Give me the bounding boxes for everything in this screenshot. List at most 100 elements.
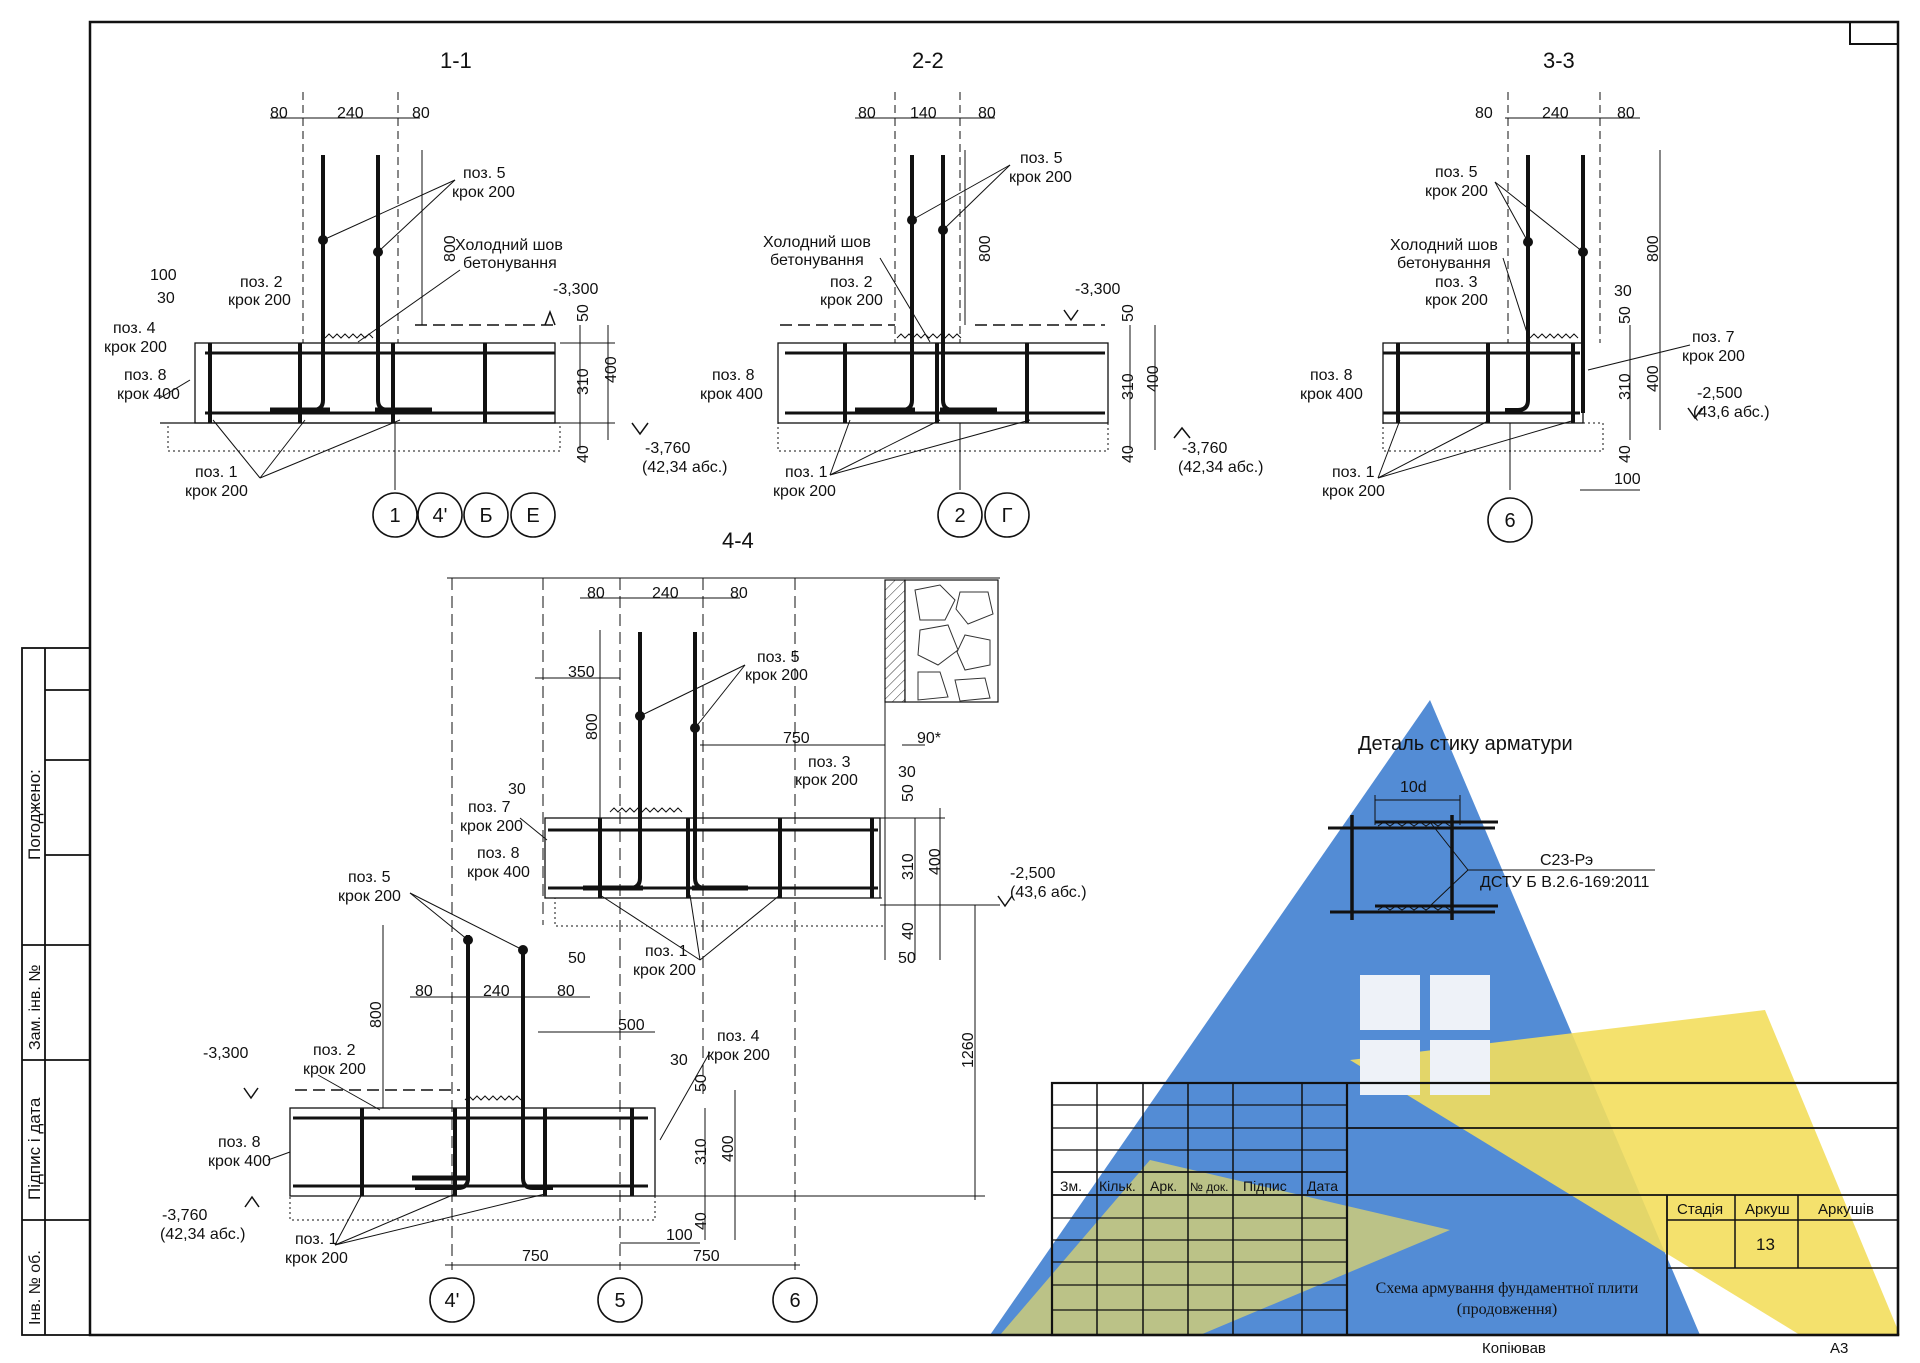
label-poz4-lower-step: крок 200 [707, 1047, 770, 1064]
dim-350: 350 [568, 664, 595, 681]
dim-310: 310 [575, 368, 592, 395]
dim-400-lower: 400 [720, 1135, 737, 1162]
axis-1: 1 [389, 505, 400, 527]
label-poz5-step: крок 200 [1425, 183, 1488, 200]
dim-30-a: 30 [508, 781, 526, 798]
axis-b: Б [479, 505, 492, 527]
label-poz2-step: крок 200 [820, 292, 883, 309]
tb-col-change: Зм. [1060, 1178, 1082, 1194]
label-poz8-upper: поз. 8 [477, 845, 520, 862]
dim-50: 50 [1617, 306, 1634, 324]
tb-stage: Стадія [1677, 1201, 1723, 1218]
dim-100: 100 [150, 267, 177, 284]
stamp-inv-orig: Інв. № об. [27, 1250, 44, 1325]
label-cold-joint: Холодний шов [455, 237, 563, 254]
dim-800: 800 [977, 235, 994, 262]
dim-40-upper: 40 [900, 922, 917, 940]
label-poz5-lower: поз. 5 [348, 869, 391, 886]
level-upper-abs: (43,6 абс.) [1010, 884, 1087, 901]
dim-80-lower-left: 80 [415, 983, 433, 1000]
label-poz1-step: крок 200 [185, 483, 248, 500]
dim-310-upper: 310 [900, 853, 917, 880]
label-poz5: поз. 5 [1435, 164, 1478, 181]
level-bottom: -3,760 [1182, 440, 1227, 457]
label-poz5-upper: поз. 5 [757, 649, 800, 666]
level-upper: -2,500 [1010, 865, 1055, 882]
level-bottom: -3,760 [645, 440, 690, 457]
label-poz1-step: крок 200 [1322, 483, 1385, 500]
label-poz1-lower: поз. 1 [295, 1231, 338, 1248]
dim-50: 50 [1120, 304, 1137, 322]
tb-col-sheet: Арк. [1150, 1178, 1177, 1194]
label-poz8-upper-step: крок 400 [467, 864, 530, 881]
label-poz5-upper-step: крок 200 [745, 667, 808, 684]
dim-800-lower: 800 [368, 1001, 385, 1028]
label-poz8-lower-step: крок 400 [208, 1153, 271, 1170]
dim-400-upper: 400 [927, 848, 944, 875]
axis-4prime: 4' [433, 505, 448, 527]
dim-240-lower: 240 [483, 983, 510, 1000]
dim-50: 50 [575, 304, 592, 322]
label-poz8-step: крок 400 [117, 386, 180, 403]
label-poz8: поз. 8 [712, 367, 755, 384]
label-poz8-lower: поз. 8 [218, 1134, 261, 1151]
axis-4prime-b: 4' [445, 1290, 460, 1312]
detail-note-standard: ДСТУ Б В.2.6-169:2011 [1480, 874, 1650, 891]
dim-240: 240 [337, 105, 364, 122]
label-poz2: поз. 2 [240, 274, 283, 291]
rebar-joint-detail: Деталь стику арматури 10d С23-Рэ ДСТУ Б … [1328, 733, 1655, 920]
dim-240: 240 [1542, 105, 1569, 122]
label-poz3-upper-step: крок 200 [795, 772, 858, 789]
label-poz1: поз. 1 [1332, 464, 1375, 481]
dim-80-left: 80 [587, 585, 605, 602]
section-title-1-1: 1-1 [440, 48, 472, 73]
dim-50-a: 50 [568, 950, 586, 967]
label-poz7-upper-step: крок 200 [460, 818, 523, 835]
label-poz2-lower-step: крок 200 [303, 1061, 366, 1078]
label-poz7: поз. 7 [1692, 329, 1735, 346]
dim-90-star: 90* [917, 730, 941, 747]
dim-500: 500 [618, 1017, 645, 1034]
section-4-4: 80 240 80 350 800 750 90* 30 30 50 310 4… [160, 577, 1087, 1323]
label-poz1-upper: поз. 1 [645, 943, 688, 960]
label-poz5-step: крок 200 [1009, 169, 1072, 186]
tb-title-line1: Схема армування фундаментної плити [1376, 1280, 1639, 1297]
axis-e: Е [526, 505, 539, 527]
level-top-abs: (43,6 абс.) [1693, 404, 1770, 421]
dim-400: 400 [603, 356, 620, 383]
dim-30: 30 [157, 290, 175, 307]
label-poz2: поз. 2 [830, 274, 873, 291]
dim-50-lower: 50 [693, 1074, 710, 1092]
dim-80-left: 80 [1475, 105, 1493, 122]
label-poz1: поз. 1 [195, 464, 238, 481]
dim-400: 400 [1145, 365, 1162, 392]
dim-400: 400 [1645, 365, 1662, 392]
label-poz7-upper: поз. 7 [468, 799, 511, 816]
label-poz4-lower: поз. 4 [717, 1028, 760, 1045]
dim-140: 140 [910, 105, 937, 122]
axis-5: 5 [614, 1290, 625, 1312]
dim-40: 40 [575, 445, 592, 463]
axis-g: Г [1002, 505, 1013, 527]
dim-80-left: 80 [858, 105, 876, 122]
section-2-2: 80 140 80 800 50 310 400 40 поз. 5 крок … [700, 92, 1263, 538]
tb-col-doc: № док. [1190, 1180, 1228, 1194]
tb-sheets: Аркушів [1818, 1201, 1874, 1218]
dim-50-upper: 50 [900, 784, 917, 802]
dim-80-lower-right: 80 [557, 983, 575, 1000]
section-title-3-3: 3-3 [1543, 48, 1575, 73]
dim-100: 100 [1614, 471, 1641, 488]
label-cold-joint-2: бетонування [1397, 255, 1491, 272]
label-poz5: поз. 5 [1020, 150, 1063, 167]
stone-wall [904, 579, 999, 703]
tb-format: А3 [1830, 1340, 1848, 1357]
dim-800: 800 [442, 235, 459, 262]
dim-80-right: 80 [1617, 105, 1635, 122]
label-poz1-upper-step: крок 200 [633, 962, 696, 979]
stamp-replace: Зам. інв. № [27, 965, 44, 1050]
tb-col-date: Дата [1307, 1178, 1338, 1194]
detail-note-electrode: С23-Рэ [1540, 852, 1593, 869]
stamp-sign-date: Підпис і дата [25, 1097, 44, 1200]
